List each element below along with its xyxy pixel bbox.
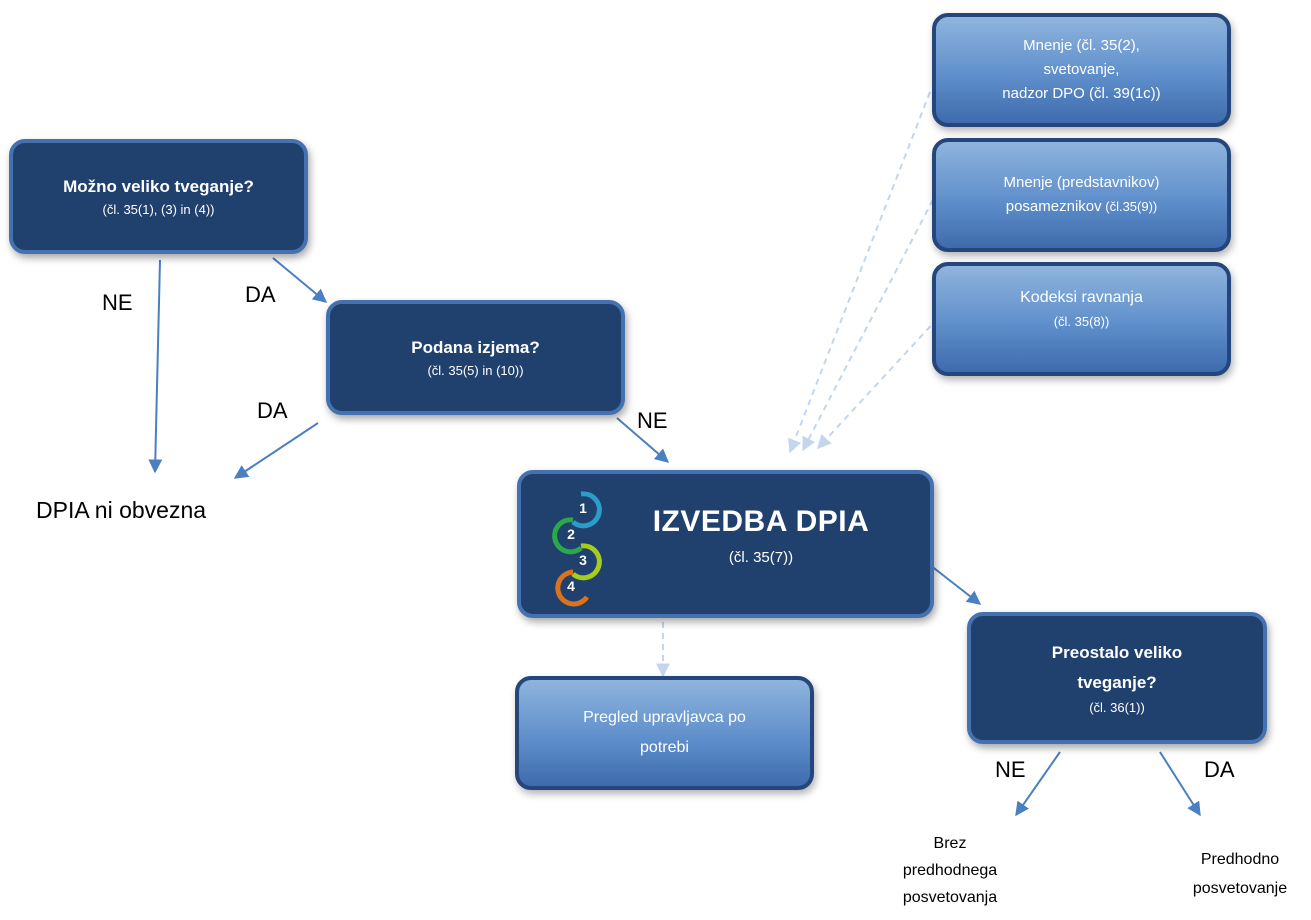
cycle-steps-icon: 1 2 3 4 bbox=[552, 491, 602, 607]
label-no-exemption: NE bbox=[637, 408, 668, 433]
outcome-dpia-not-required: DPIA ni obvezna bbox=[36, 497, 207, 523]
step-3-number: 3 bbox=[579, 552, 587, 568]
codes-of-conduct-box: Kodeksi ravnanja (čl. 35(8)) bbox=[932, 262, 1231, 376]
residual-risk-title-2: tveganje? bbox=[1077, 673, 1157, 692]
dpo-opinion-box: Mnenje (čl. 35(2), svetovanje, nadzor DP… bbox=[932, 13, 1231, 127]
arrow-residual-yes bbox=[1159, 751, 1201, 817]
outcome-prior-consultation-line-2: posvetovanje bbox=[1192, 880, 1288, 897]
label-yes-risk: DA bbox=[245, 282, 276, 307]
dpia-execution-box: 1 2 3 4 IZVEDBA DPIA (čl. 35(7)) bbox=[517, 470, 934, 618]
residual-risk-ref: (čl. 36(1)) bbox=[1089, 700, 1145, 715]
step-2-number: 2 bbox=[567, 526, 575, 542]
data-subjects-opinion-line-2-wrap: posameznikov (čl.35(9)) bbox=[1006, 195, 1158, 219]
arrow-risk-yes bbox=[272, 257, 328, 303]
outcome-no-prior-consultation-line-1: Brez bbox=[933, 835, 967, 852]
risk-question-title: Možno veliko tveganje? bbox=[63, 176, 254, 196]
dashed-arrow-codes bbox=[817, 317, 939, 450]
step-1-number: 1 bbox=[579, 500, 587, 516]
residual-risk-box: Preostalo veliko tveganje? (čl. 36(1)) bbox=[967, 612, 1267, 744]
exemption-question-title: Podana izjema? bbox=[411, 337, 540, 357]
data-subjects-opinion-line-2: posameznikov bbox=[1005, 198, 1102, 215]
outcome-prior-consultation: Predhodno posvetovanje bbox=[1170, 845, 1310, 903]
dpo-opinion-line-2: svetovanje, bbox=[1043, 61, 1120, 78]
step-4-ring bbox=[555, 569, 590, 607]
dpo-opinion-line-3: nadzor DPO (čl. 39(1c)) bbox=[1002, 85, 1161, 102]
dpia-execution-ref: (čl. 35(7)) bbox=[728, 549, 794, 566]
label-yes-residual: DA bbox=[1204, 757, 1235, 782]
data-subjects-opinion-box: Mnenje (predstavnikov) posameznikov (čl.… bbox=[932, 138, 1231, 252]
arrow-risk-no bbox=[148, 259, 163, 474]
dashed-arrow-opinion bbox=[788, 91, 931, 454]
step-4-number: 4 bbox=[567, 578, 575, 594]
step-2-ring bbox=[552, 517, 583, 555]
label-yes-exemption: DA bbox=[257, 398, 288, 423]
step-3-ring bbox=[571, 543, 602, 581]
data-subjects-opinion-ref: (čl.35(9)) bbox=[1101, 199, 1158, 214]
outcome-prior-consultation-line-1: Predhodno bbox=[1200, 851, 1280, 868]
exemption-question-box: Podana izjema? (čl. 35(5) in (10)) bbox=[326, 300, 625, 415]
controller-review-line-1: Pregled upravljavca po bbox=[583, 709, 746, 726]
controller-review-line-2: potrebi bbox=[640, 739, 689, 756]
exemption-question-ref: (čl. 35(5) in (10)) bbox=[427, 362, 524, 378]
label-no-residual: NE bbox=[995, 757, 1026, 782]
risk-question-box: Možno veliko tveganje? (čl. 35(1), (3) i… bbox=[9, 139, 308, 254]
dpia-execution-title: IZVEDBA DPIA bbox=[652, 505, 870, 538]
step-1-ring bbox=[571, 491, 602, 529]
arrow-dpia-residual bbox=[929, 564, 982, 605]
outcome-no-prior-consultation: Brez predhodnega posvetovanja bbox=[880, 830, 1020, 911]
dpo-opinion-line-1: Mnenje (čl. 35(2), bbox=[1023, 37, 1140, 54]
outcome-no-prior-consultation-line-3: posvetovanja bbox=[902, 889, 998, 906]
controller-review-box: Pregled upravljavca po potrebi bbox=[515, 676, 814, 790]
arrow-exemption-yes bbox=[233, 422, 319, 479]
residual-risk-title-1: Preostalo veliko bbox=[1051, 643, 1183, 662]
risk-question-ref: (čl. 35(1), (3) in (4)) bbox=[102, 201, 215, 217]
outcome-no-prior-consultation-line-2: predhodnega bbox=[902, 862, 998, 879]
dashed-arrow-subjects bbox=[802, 189, 939, 452]
label-no-risk: NE bbox=[102, 290, 133, 315]
codes-of-conduct-ref: (čl. 35(8)) bbox=[1053, 314, 1110, 329]
data-subjects-opinion-line-1: Mnenje (predstavnikov) bbox=[1003, 174, 1160, 191]
codes-of-conduct-title: Kodeksi ravnanja bbox=[1020, 289, 1143, 306]
